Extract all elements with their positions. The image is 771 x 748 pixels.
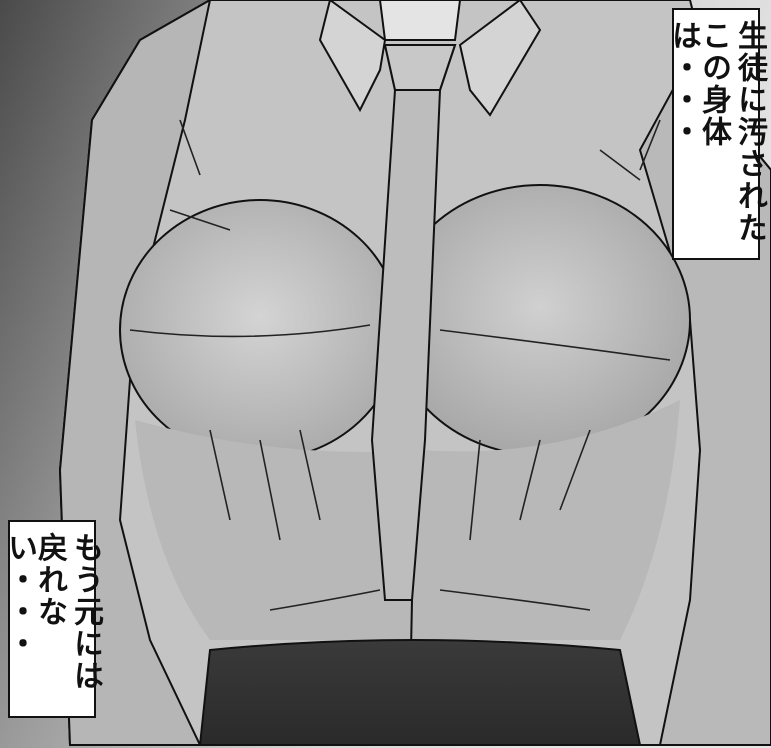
caption-bottom-line2: 戻れない・・・ (2, 532, 67, 660)
collar-right (458, 0, 542, 117)
caption-bottom-line1: もう元には (68, 532, 103, 692)
neck (378, 0, 462, 41)
collar-left (318, 0, 387, 113)
skirt (198, 639, 642, 746)
caption-top-line2: この身体は・・・ (666, 20, 731, 148)
caption-box-top: 生徒に汚された この身体は・・・ (666, 8, 767, 260)
left-chest (119, 199, 401, 461)
caption-box-bottom: もう元には 戻れない・・・ (2, 520, 103, 718)
tie-knot (383, 44, 457, 91)
caption-top-line1: 生徒に汚された (732, 20, 767, 244)
shirt-wrinkles (129, 119, 671, 611)
